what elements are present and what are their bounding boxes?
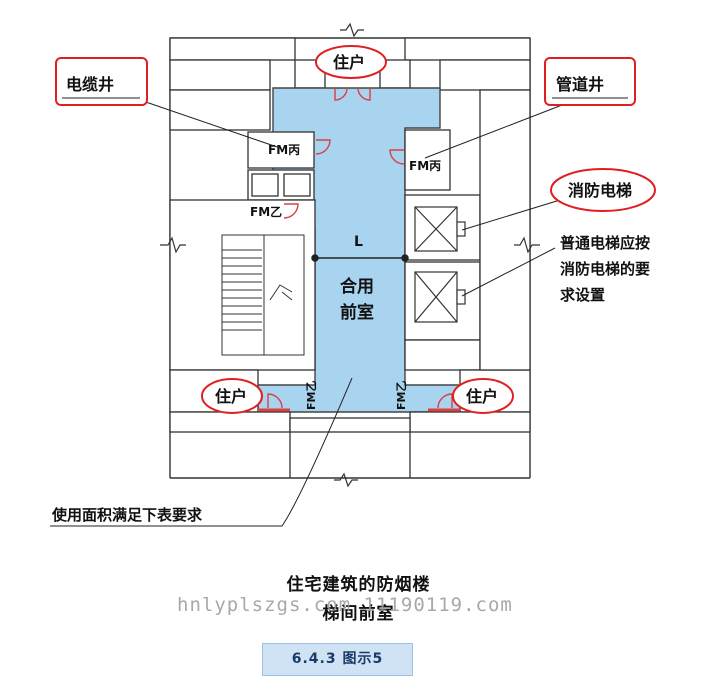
normal-elevator-note-line1: 普通电梯应按 [560, 234, 650, 252]
floor-plan-diagram: L FM丙 FM丙 FM乙 FM乙 FM乙 合用 前室 电缆井 管道井 [50, 22, 656, 527]
length-dimension [311, 254, 409, 262]
svg-text:住户: 住户 [333, 53, 365, 72]
normal-elevator-symbol [414, 271, 466, 323]
label-resident-top: 住户 [315, 45, 387, 79]
label-resident-right: 住户 [452, 378, 514, 414]
label-cable-shaft: 电缆井 [55, 57, 148, 106]
door-label-fm-bing-right: FM丙 [409, 159, 441, 173]
length-mark: L [354, 234, 363, 250]
leader-lines [50, 99, 576, 527]
label-fire-elevator: 消防电梯 [550, 168, 656, 212]
svg-text:电缆井: 电缆井 [66, 75, 114, 94]
shared-lobby-label-line2: 前室 [340, 302, 374, 323]
caption-title-line1: 住宅建筑的防烟楼 [286, 575, 431, 595]
fire-doors [258, 87, 460, 412]
staircase [221, 234, 305, 356]
right-rooms [404, 89, 531, 413]
label-resident-left: 住户 [201, 378, 263, 414]
shared-lobby-label-line1: 合用 [340, 276, 374, 297]
watermark: hnlyplszgs.com 11190119.com [177, 594, 513, 616]
door-label-fm-yi-stair: FM乙 [250, 205, 282, 219]
label-pipe-shaft: 管道井 [544, 57, 636, 106]
fire-elevator-symbol [414, 206, 466, 252]
normal-elevator-note-line2: 消防电梯的要 [560, 260, 650, 278]
svg-text:住户: 住户 [215, 387, 247, 406]
break-marks [160, 22, 540, 488]
left-rooms [169, 89, 316, 413]
door-label-fm-yi-bottom-left: FM乙 [305, 381, 318, 410]
svg-text:消防电梯: 消防电梯 [568, 181, 632, 200]
area-requirement-note: 使用面积满足下表要求 [51, 506, 203, 524]
svg-text:住户: 住户 [466, 387, 498, 406]
bottom-walls [169, 411, 531, 478]
caption-title-line2: 梯间前室 [322, 604, 395, 624]
svg-text:管道井: 管道井 [556, 75, 604, 94]
door-label-fm-yi-bottom-right: FM乙 [395, 381, 408, 410]
normal-elevator-note-line3: 求设置 [560, 286, 605, 304]
figure-number-badge: 6.4.3 图示5 [262, 643, 413, 676]
